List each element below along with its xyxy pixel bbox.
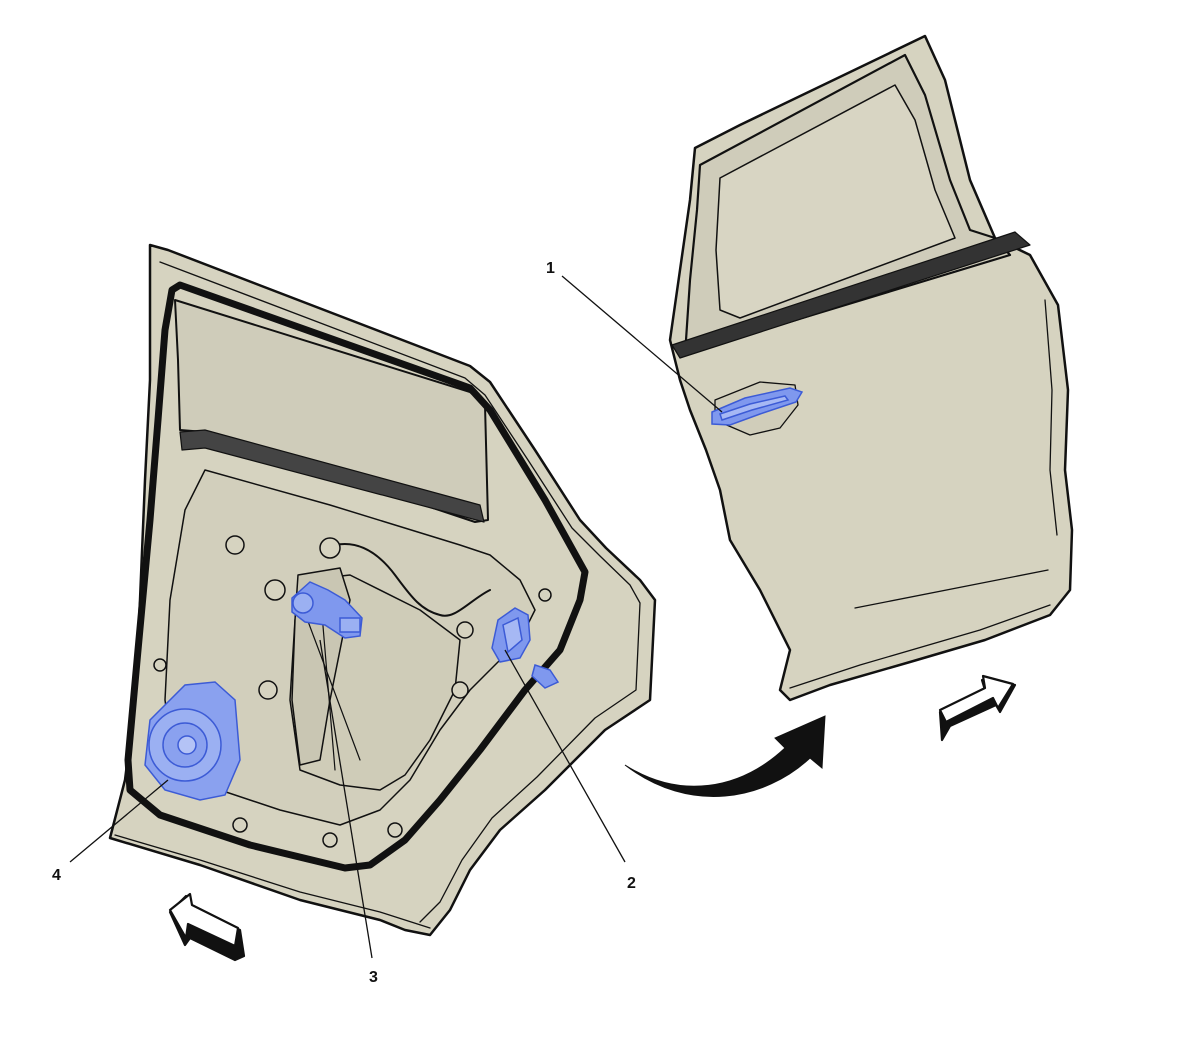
mounting-hole bbox=[319, 537, 341, 559]
handle-lever bbox=[502, 616, 523, 654]
mounting-holes bbox=[153, 535, 552, 848]
inner-door-view bbox=[108, 243, 657, 937]
highlighted-components bbox=[144, 581, 560, 801]
outer-glass-opening bbox=[715, 84, 956, 319]
hollow-arrow-left-icon bbox=[168, 892, 246, 962]
outer-door-bottom-edge bbox=[789, 604, 1051, 689]
inner-door-flange bbox=[159, 261, 641, 923]
callout-leaders bbox=[69, 275, 723, 959]
callout-label-1: 1 bbox=[546, 260, 555, 277]
mounting-hole bbox=[258, 680, 278, 700]
mounting-hole bbox=[387, 822, 403, 838]
mounting-hole bbox=[232, 817, 248, 833]
callout-leader-1 bbox=[561, 275, 723, 413]
outside-door-handle[interactable] bbox=[711, 387, 804, 426]
callout-label-3: 3 bbox=[369, 969, 378, 986]
mounting-hole bbox=[322, 832, 338, 848]
outer-door-view bbox=[668, 34, 1074, 702]
hollow-arrow-right-icon bbox=[938, 674, 1017, 742]
speaker-dust-cap bbox=[177, 735, 197, 755]
outside-handle-highlight bbox=[719, 395, 790, 421]
callout-leader-4 bbox=[69, 779, 169, 863]
outer-belt-molding bbox=[671, 231, 1031, 359]
mounting-hole bbox=[225, 535, 245, 555]
mounting-hole bbox=[456, 621, 474, 639]
speaker[interactable] bbox=[144, 681, 241, 801]
mounting-hole bbox=[538, 588, 552, 602]
mounting-hole bbox=[264, 579, 286, 601]
handle-rod-bracket bbox=[531, 664, 560, 689]
weatherstrip-seal bbox=[124, 281, 589, 872]
curved-arrow-body bbox=[624, 715, 826, 797]
mounting-hole bbox=[451, 681, 469, 699]
callout-leader-2 bbox=[504, 649, 626, 863]
inner-door-bottom-edge bbox=[114, 834, 431, 929]
callout-leader-3 bbox=[319, 639, 373, 959]
wiring-harness bbox=[334, 543, 491, 617]
outer-door-rear-edge bbox=[1044, 299, 1058, 536]
inside-door-handle[interactable] bbox=[491, 607, 560, 689]
window-belt-strip bbox=[179, 429, 485, 523]
mounting-hole bbox=[153, 658, 167, 672]
hollow-arrow-left-body bbox=[168, 892, 240, 948]
callout-label-4: 4 bbox=[52, 867, 61, 884]
hollow-arrow-right-body bbox=[938, 674, 1015, 724]
callout-label-2: 2 bbox=[627, 875, 636, 892]
window-regulator-motor[interactable] bbox=[291, 581, 363, 639]
motor-gear bbox=[292, 592, 314, 614]
regulator-cable-a bbox=[299, 599, 361, 761]
curved-arrow-icon bbox=[624, 715, 826, 797]
motor-connector bbox=[339, 617, 361, 633]
body-crease-line bbox=[854, 569, 1049, 609]
